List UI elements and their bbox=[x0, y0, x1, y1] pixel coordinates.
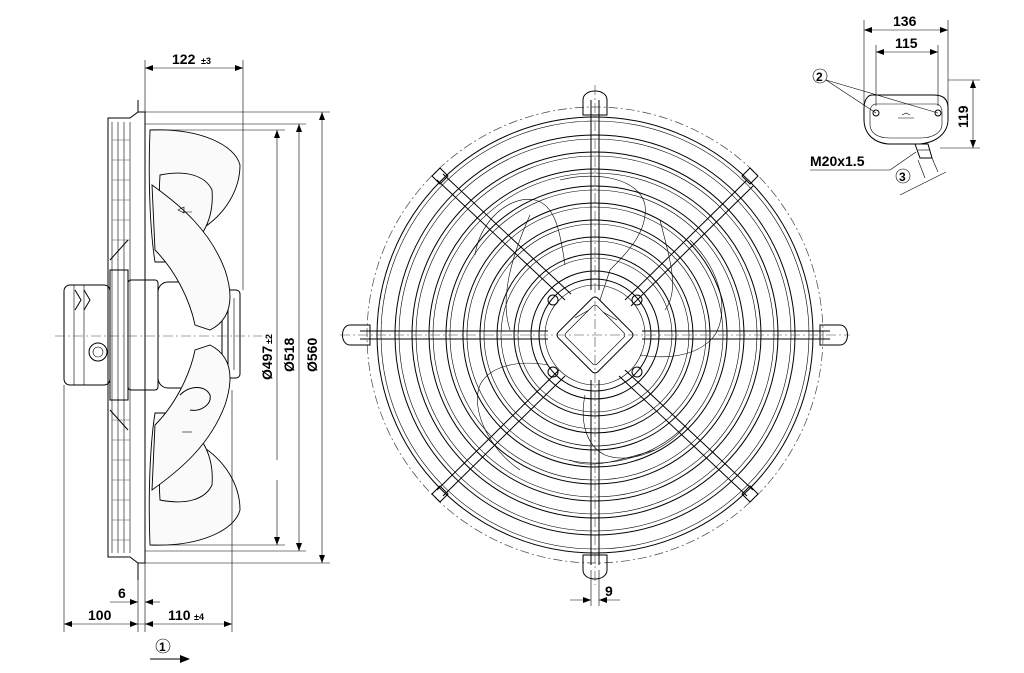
guard-struts bbox=[342, 90, 848, 580]
callout-airflow-number: 1 bbox=[159, 640, 166, 654]
dim-diameters: Ø497 ±2 Ø518 Ø560 bbox=[138, 111, 330, 564]
dim-offset-tol: ±4 bbox=[194, 612, 204, 622]
thread-spec: M20x1.5 bbox=[810, 153, 865, 169]
callout-screws-number: 2 bbox=[816, 70, 823, 84]
dim-motor: 100 bbox=[88, 607, 112, 623]
dim-diam-inner-tol: ±2 bbox=[264, 334, 274, 344]
front-view: 9 bbox=[340, 85, 850, 606]
guard-flange bbox=[107, 100, 146, 580]
dim-box-width-inner: 115 bbox=[895, 35, 918, 51]
dim-depth-value: 122 bbox=[172, 51, 196, 67]
dim-depth-tol: ±3 bbox=[201, 56, 211, 66]
dim-diam-outer: Ø560 bbox=[304, 338, 320, 372]
dim-foot: 9 bbox=[570, 570, 620, 606]
dim-offset: 110 bbox=[168, 607, 191, 623]
callout-gland-number: 3 bbox=[899, 170, 906, 184]
dim-flange: 6 bbox=[118, 585, 126, 601]
impeller-blades-side bbox=[148, 129, 241, 546]
dim-box-width-outer: 136 bbox=[893, 13, 917, 29]
dim-box-height: 119 bbox=[955, 105, 971, 128]
dim-depth: 122 ±3 bbox=[144, 51, 244, 290]
dim-bottom: 6 100 110 ±4 bbox=[63, 385, 233, 632]
impeller-blades-front bbox=[474, 175, 723, 471]
side-view: 122 ±3 Ø497 ±2 Ø518 Ø bbox=[55, 51, 330, 663]
terminal-box-detail: 136 115 119 2 M20x1.5 3 bbox=[810, 13, 980, 196]
dim-diam-mid: Ø518 bbox=[281, 338, 297, 372]
airflow-callout: 1 bbox=[150, 638, 190, 663]
dim-diam-inner: Ø497 bbox=[259, 346, 275, 380]
dim-foot-value: 9 bbox=[605, 583, 613, 599]
